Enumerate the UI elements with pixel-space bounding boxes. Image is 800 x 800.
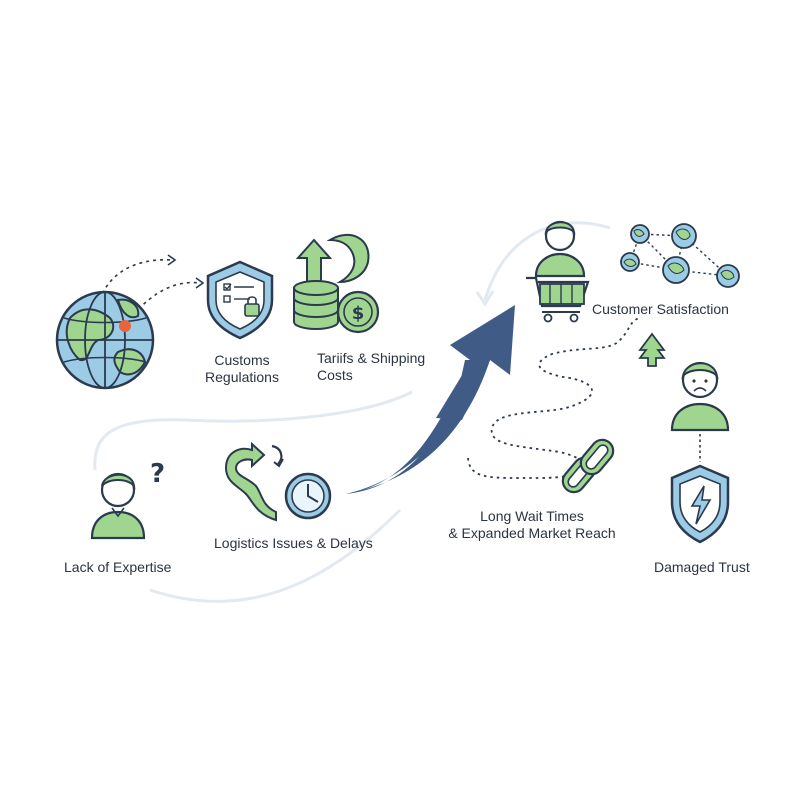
dollar-coin-icon: $ bbox=[336, 290, 380, 334]
mini-globe-icon bbox=[630, 224, 650, 244]
clock-icon bbox=[284, 472, 332, 520]
logistics-label: Logistics Issues & Delays bbox=[214, 535, 373, 551]
upward-arrow-icon bbox=[638, 332, 666, 367]
chain-link-icon bbox=[561, 438, 615, 494]
customs-label-line1: Customs bbox=[214, 352, 270, 368]
curve-arrowhead bbox=[475, 290, 495, 307]
shopper-icon bbox=[526, 220, 590, 323]
customs-shield-icon bbox=[206, 260, 274, 340]
up-arrow-icon bbox=[295, 238, 333, 283]
globe-network-icon bbox=[620, 223, 740, 288]
logistics-icon bbox=[224, 441, 332, 522]
mini-globe-icon bbox=[716, 264, 740, 288]
tariffs-label-line1: Tariifs & Shipping bbox=[317, 350, 426, 366]
confused-person-icon: ? bbox=[90, 459, 165, 540]
dotted-winding-path bbox=[467, 317, 641, 479]
growth-arrow bbox=[346, 305, 515, 494]
dollar-sign: $ bbox=[352, 303, 365, 324]
damaged-trust-label: Damaged Trust bbox=[654, 559, 750, 575]
location-pin-icon bbox=[119, 320, 131, 332]
long-wait-line2: & Expanded Market Reach bbox=[448, 525, 616, 541]
long-wait-label: Long Wait Times & Expanded Market Reach bbox=[440, 508, 624, 542]
background-flow-curves bbox=[93, 221, 611, 603]
tariffs-shipping-label: Tariifs & Shipping Costs bbox=[317, 350, 447, 384]
loop-arrow-icon bbox=[271, 444, 283, 465]
tariffs-icon: $ bbox=[293, 234, 380, 334]
question-mark-icon: ? bbox=[150, 459, 165, 489]
shopping-cart-icon bbox=[526, 276, 590, 323]
mini-globe-icon bbox=[662, 256, 690, 284]
dotted-arrowheads bbox=[167, 254, 205, 289]
mini-globe-icon bbox=[620, 252, 640, 272]
growth-arrow-tail bbox=[436, 360, 490, 420]
globe-icon bbox=[55, 290, 155, 390]
lack-of-expertise-label: Lack of Expertise bbox=[64, 559, 172, 575]
customs-regulations-label: Customs Regulations bbox=[192, 352, 292, 386]
curvy-arrow-icon bbox=[224, 441, 277, 522]
long-wait-line1: Long Wait Times bbox=[480, 508, 584, 524]
sad-person-icon bbox=[670, 361, 730, 432]
mini-globe-icon bbox=[671, 223, 697, 249]
padlock-icon bbox=[244, 303, 260, 317]
tariffs-label-line2: Costs bbox=[317, 367, 353, 383]
customs-label-line2: Regulations bbox=[205, 369, 279, 385]
customer-satisfaction-label: Customer Satisfaction bbox=[592, 301, 729, 317]
lightning-icon bbox=[690, 485, 712, 525]
broken-shield-icon bbox=[670, 464, 730, 544]
coin-stack-icon bbox=[293, 280, 339, 330]
